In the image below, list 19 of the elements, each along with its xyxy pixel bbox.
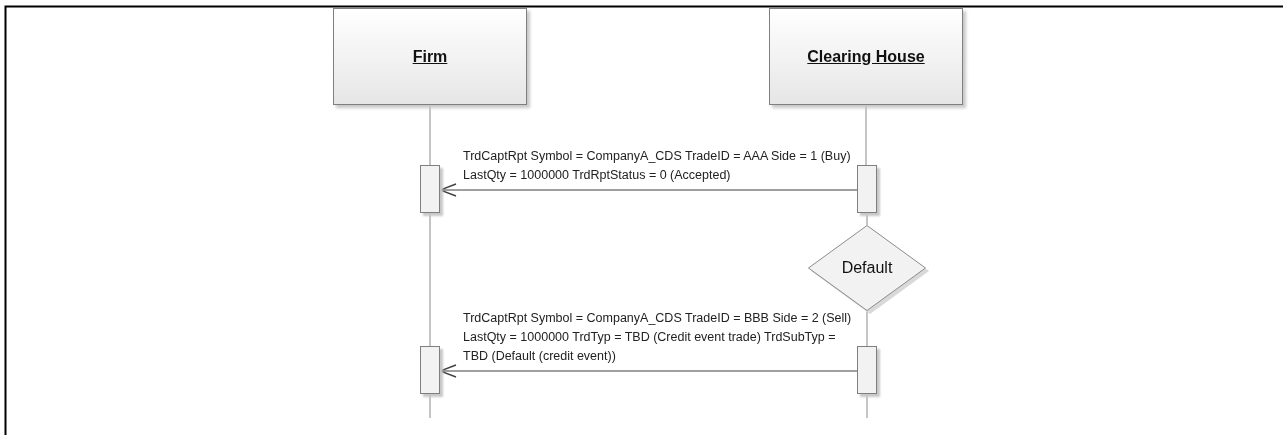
lifeline	[429, 104, 431, 166]
message-arrow	[439, 183, 858, 197]
lifeline	[866, 393, 868, 419]
activation-bar	[420, 165, 440, 213]
participant-name: Firm	[412, 47, 448, 66]
lifeline	[865, 104, 867, 166]
lifeline-header-box	[769, 8, 963, 105]
lifeline	[866, 310, 868, 347]
lifeline-header-box	[333, 8, 527, 105]
decision-diamond	[808, 225, 926, 311]
participant-name: Clearing House	[807, 47, 925, 66]
lifeline	[866, 212, 868, 226]
activation-bar	[857, 165, 877, 213]
message-arrow	[439, 364, 858, 378]
lifeline	[429, 212, 431, 347]
activation-bar	[420, 346, 440, 394]
decision-label: Default	[841, 259, 893, 277]
lifeline	[429, 393, 431, 419]
activation-bar	[857, 346, 877, 394]
